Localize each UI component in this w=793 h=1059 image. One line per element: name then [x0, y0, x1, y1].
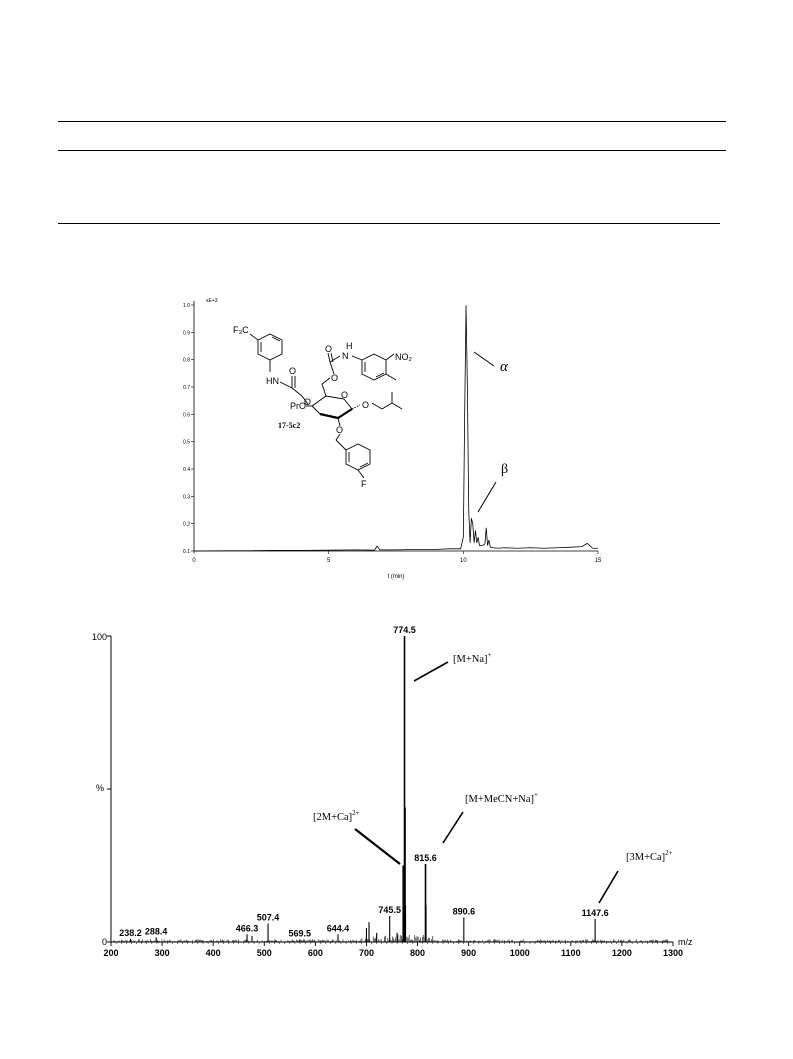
hplc-axes: 0.1 0.2 0.3 0.4 0.5 0.6 0.7 0.8 0.9 1.0 0 5 10 15: [183, 301, 602, 564]
ms-x-tick-label: 600: [308, 948, 323, 958]
top-rule-2: [58, 150, 726, 151]
ms-x-tick-label: 800: [410, 948, 425, 958]
ms-baseline-noise: [113, 934, 671, 942]
ms-x-tick-label: 400: [206, 948, 221, 958]
hplc-y-tick-label: 0.9: [183, 330, 190, 336]
o-6-label: O: [331, 373, 338, 383]
hplc-y-tick-label: 0.5: [183, 440, 190, 446]
fluorophenyl-ring: [345, 443, 371, 471]
hplc-chromatogram: 0.1 0.2 0.3 0.4 0.5 0.6 0.7 0.8 0.9 1.0 0 5 10 15 xE+…: [183, 298, 602, 580]
ms-x-tick-label: 1200: [612, 948, 632, 958]
n-top-label: N: [342, 351, 349, 361]
o-4-label: O: [304, 397, 311, 407]
ms-peak-label: 288.4: [145, 926, 168, 936]
ms-peak-label: 745.5: [378, 905, 401, 915]
ms-peak-label: 466.3: [236, 923, 259, 933]
ms-peak-label: 815.6: [414, 853, 437, 863]
ms-y-top-label: 100: [92, 632, 107, 642]
ms-peak-label: 890.6: [453, 907, 476, 917]
ms-peak-label: 644.4: [327, 923, 350, 933]
hplc-y-tick-label: 1.0: [183, 303, 190, 309]
m3ca-leader-line: [598, 870, 619, 904]
ms-x-tick-label: 700: [359, 948, 374, 958]
alpha-label: α: [500, 359, 509, 375]
o-ring-label: O: [341, 390, 348, 400]
o-carb2-label: O: [325, 344, 332, 354]
o-anomeric-label: O: [362, 400, 369, 410]
ms-x-tick-label: 1000: [510, 948, 530, 958]
ms-peak-label: 238.2: [119, 928, 142, 938]
chemical-structure: [249, 333, 403, 479]
ms-peak-label: 1147.6: [582, 908, 609, 918]
f-label: F: [361, 479, 367, 489]
ms-x-tick-label: 1100: [561, 948, 581, 958]
top-rule-1: [58, 121, 726, 122]
mmecn-leader-line: [442, 811, 464, 844]
ms-x-tick-label: 200: [103, 948, 118, 958]
hplc-trace-line: [193, 305, 598, 552]
m2ca-annotation: [2M+Ca]2+: [313, 809, 360, 823]
hplc-x-tick-label: 5: [327, 558, 331, 564]
hplc-y-exponent-label: xE+3: [206, 298, 218, 304]
hplc-x-axis-label: t (min): [388, 574, 405, 580]
ms-y-zero-label: 0: [102, 937, 107, 947]
ms-peak-label: 774.5: [393, 625, 416, 635]
mna-leader-line: [413, 661, 449, 682]
mmecn-annotation: [M+MeCN+Na]+: [465, 791, 538, 805]
hplc-x-tick-label: 0: [192, 558, 196, 564]
mna-annotation: [M+Na]+: [453, 651, 492, 665]
ms-peak-label: 569.5: [289, 929, 312, 939]
nitrotolyl-ring: [361, 353, 387, 381]
o-carb1-label: O: [289, 366, 296, 376]
o-bn-label: O: [336, 425, 343, 435]
m2ca-leader-line: [354, 828, 401, 865]
alpha-leader-line: [473, 351, 495, 367]
h-top-label: H: [346, 341, 353, 351]
ms-x-tick-label: 900: [461, 948, 476, 958]
ms-x-tick-label: 300: [155, 948, 170, 958]
hplc-y-tick-label: 0.4: [183, 467, 190, 473]
beta-label: β: [501, 462, 508, 477]
pro-label: PrO: [290, 401, 306, 411]
hplc-y-tick-label: 0.8: [183, 358, 190, 364]
ms-y-axis-label: %: [96, 783, 104, 793]
beta-leader-line: [477, 481, 497, 513]
ms-x-tick-label: 500: [257, 948, 272, 958]
hplc-y-tick-label: 0.2: [183, 522, 190, 528]
hplc-y-tick-label: 0.1: [183, 549, 190, 555]
hplc-x-tick-label: 15: [595, 558, 602, 564]
compound-label: 17-5c2: [278, 421, 300, 430]
ms-x-axis-label: m/z: [678, 937, 693, 947]
top-rule-3: [58, 223, 720, 224]
no2-label: NO₂: [395, 352, 413, 362]
ms-peak-label: 507.4: [257, 913, 280, 923]
cf3-phenyl-ring: [257, 333, 283, 361]
ms-axes: 200 300 400 500 600 700 800 900 1000 1100 1200 1300: [103, 635, 683, 958]
hplc-y-tick-label: 0.6: [183, 412, 190, 418]
hn-left-label: HN: [266, 376, 279, 386]
cf3-label: F₃C: [233, 325, 249, 335]
ms-x-tick-label: 1300: [663, 948, 683, 958]
m3ca-annotation: [3M+Ca]2+: [626, 849, 673, 863]
hplc-y-tick-label: 0.3: [183, 494, 190, 500]
hplc-y-tick-label: 0.7: [183, 385, 190, 391]
structure-labels: F₃C HN O O O O H N NO₂ O O PrO O F 17-5c…: [233, 325, 413, 489]
hplc-x-tick-label: 10: [460, 558, 467, 564]
